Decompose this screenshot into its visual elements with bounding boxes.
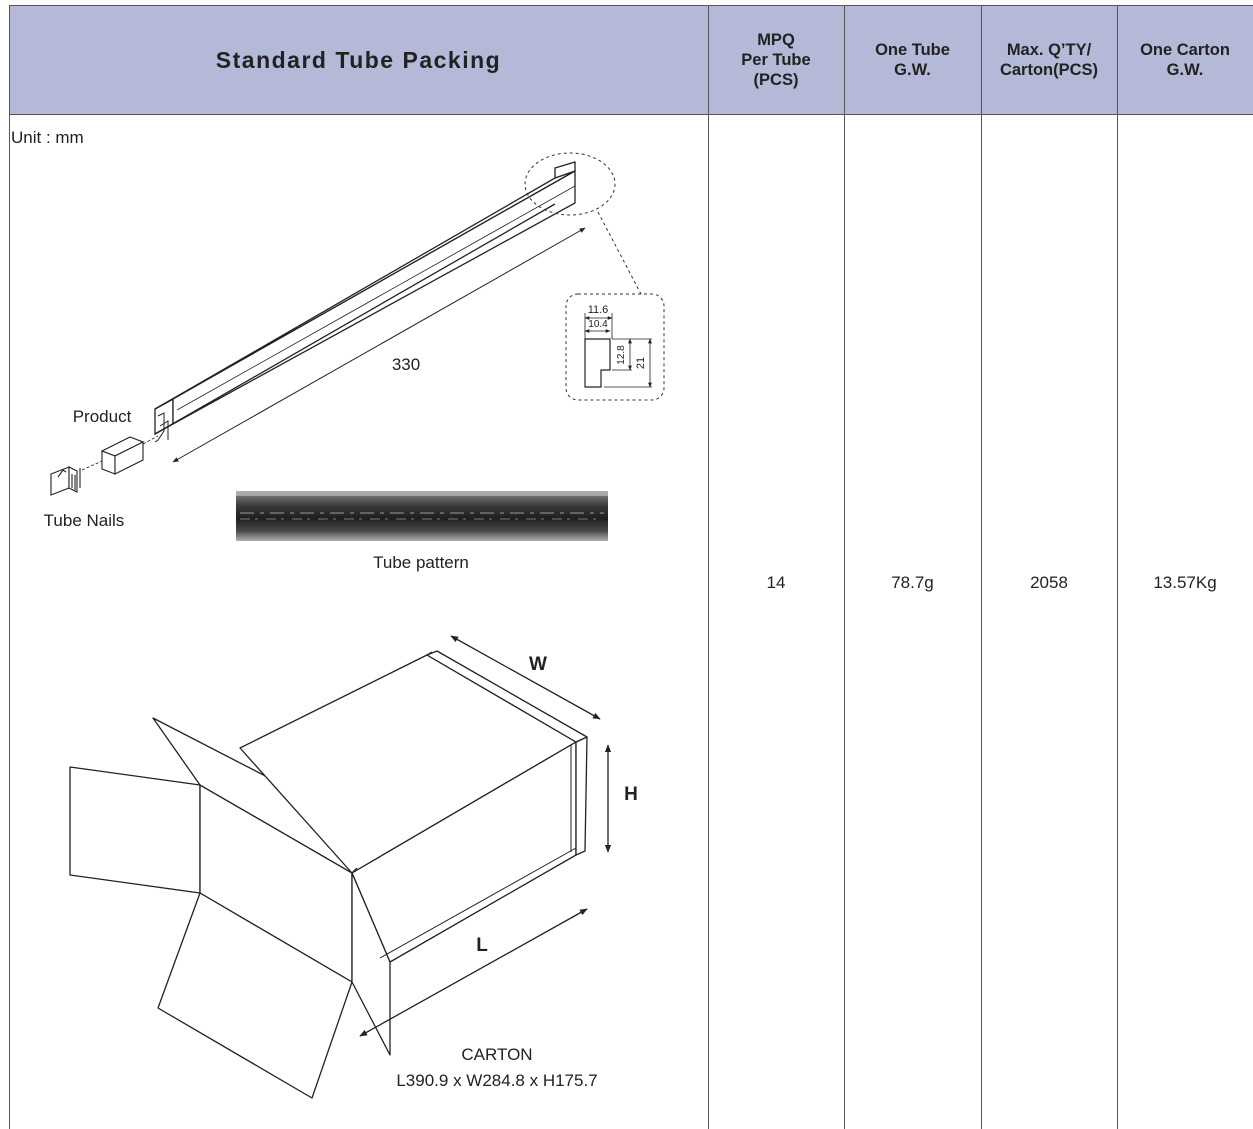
tube-cross-section — [584, 338, 611, 388]
header-max-qty: Max. Q’TY/ Carton(PCS) — [981, 5, 1117, 115]
tube-length-label: 330 — [392, 355, 420, 374]
carton-length-arrow — [359, 908, 588, 1037]
product-icon — [100, 436, 145, 475]
value-one-tube-gw: 78.7g — [891, 573, 934, 592]
header-one-carton-gw: One Carton G.W. — [1117, 5, 1253, 115]
carton-width-arrow — [450, 635, 601, 720]
grid-line — [981, 5, 982, 1129]
detail-width-inner: 10.4 — [588, 319, 608, 330]
unit-label: Unit : mm — [11, 128, 84, 147]
tube-length-dimension — [172, 227, 586, 463]
product-label: Product — [73, 407, 132, 426]
carton-height-label: H — [624, 784, 638, 805]
carton-width-label: W — [529, 654, 547, 675]
detail-height-inner: 12.8 — [616, 345, 627, 365]
header-mpq: MPQ Per Tube (PCS) — [708, 5, 844, 115]
tube-nail-icon — [50, 466, 81, 496]
tube-pattern-label: Tube pattern — [373, 553, 469, 572]
header-one-tube-gw: One Tube G.W. — [844, 5, 981, 115]
grid-line — [844, 5, 845, 1129]
tube-nails-label: Tube Nails — [44, 511, 125, 530]
tube-pattern-photo — [236, 491, 608, 541]
detail-width-outer: 11.6 — [588, 304, 609, 316]
tube-illustration — [154, 161, 576, 443]
grid-line — [9, 5, 10, 1129]
header-standard-tube-packing: Standard Tube Packing — [9, 5, 708, 115]
value-max-qty: 2058 — [1030, 573, 1068, 592]
carton-dimensions: L390.9 x W284.8 x H175.7 — [396, 1071, 597, 1090]
detail-height-outer: 21 — [635, 357, 647, 369]
detail-box — [565, 293, 665, 401]
carton-length-label: L — [476, 935, 488, 956]
detail-leader-line — [597, 211, 643, 297]
carton-label: CARTON — [461, 1045, 532, 1064]
grid-line — [1117, 5, 1118, 1129]
detail-circle — [524, 152, 616, 216]
packing-table: Standard Tube Packing MPQ Per Tube (PCS)… — [9, 5, 1253, 1129]
carton-illustration — [69, 650, 588, 1099]
grid-line — [708, 5, 709, 1129]
value-one-carton-gw: 13.57Kg — [1153, 573, 1217, 592]
value-mpq: 14 — [766, 573, 786, 592]
